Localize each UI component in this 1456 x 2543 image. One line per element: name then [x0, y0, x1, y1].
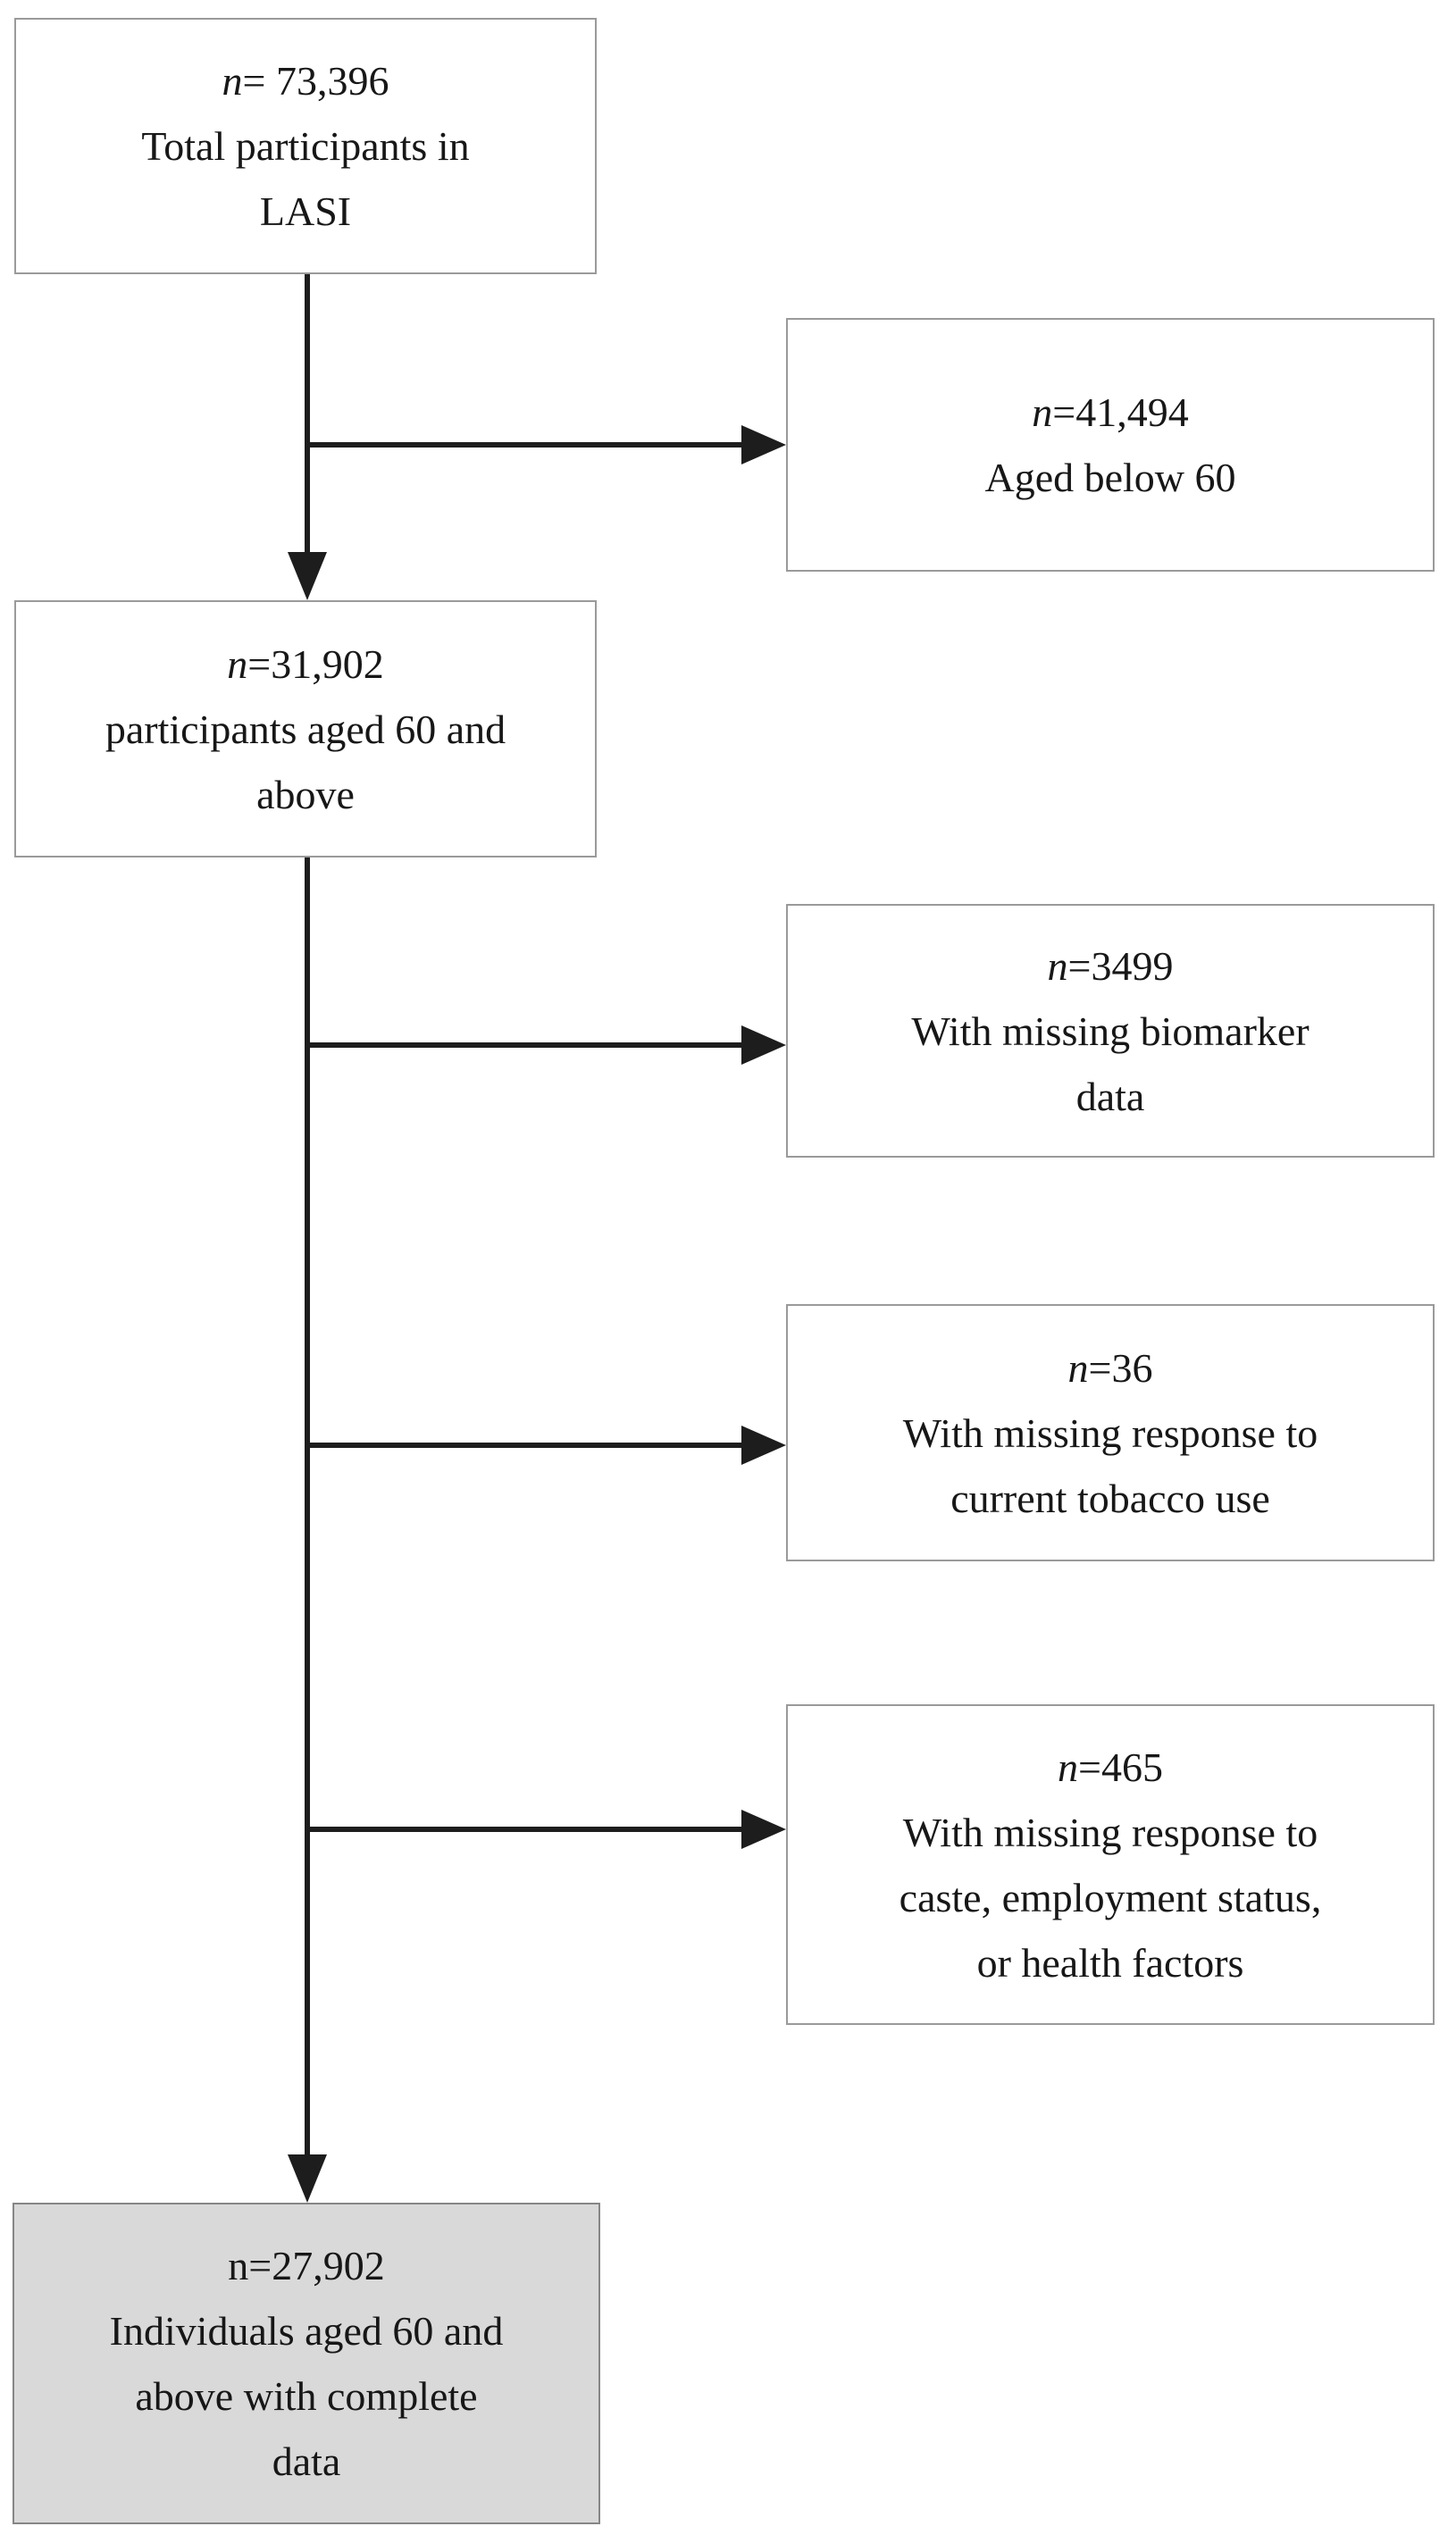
box-line: data: [1075, 1073, 1145, 1119]
arrowhead-down-aged60-icon: [288, 552, 327, 600]
n-symbol: n: [1067, 1344, 1089, 1391]
box-line-n: n=31,902: [227, 632, 383, 697]
n-symbol: n: [1047, 942, 1068, 989]
n-count: =3499: [1067, 942, 1174, 989]
n-count: =36: [1088, 1344, 1153, 1391]
flow-box-missing-covariates: n=465 With missing response to caste, em…: [786, 1704, 1435, 2025]
box-line: With missing response to: [902, 1809, 1318, 1855]
n-symbol: n: [222, 58, 243, 104]
arrowhead-right-missing-tobacco-icon: [741, 1426, 786, 1465]
arrowhead-down-complete-icon: [288, 2154, 327, 2203]
n-count: = 73,396: [242, 58, 389, 104]
box-line-n: n= 73,396: [222, 48, 389, 113]
box-line: Individuals aged 60 and: [109, 2308, 504, 2354]
box-line: data: [272, 2438, 341, 2484]
flow-box-missing-biomarker: n=3499 With missing biomarker data: [786, 904, 1435, 1158]
arrowhead-right-missing-biomarker-icon: [741, 1025, 786, 1065]
n-symbol: n: [1058, 1744, 1079, 1790]
connector-aged60-to-complete: [305, 857, 310, 2154]
box-line: participants aged 60 and: [105, 706, 506, 752]
box-line: Total participants in: [141, 123, 470, 169]
box-line-n: n=465: [1058, 1735, 1163, 1800]
box-line: LASI: [259, 188, 352, 234]
n-count: =31,902: [247, 640, 384, 687]
flow-box-total-lasi: n= 73,396 Total participants in LASI: [14, 18, 597, 274]
box-line: With missing response to: [902, 1410, 1318, 1456]
box-line: caste, employment status,: [899, 1874, 1322, 1920]
flow-box-complete-data: n=27,902 Individuals aged 60 and above w…: [13, 2203, 600, 2524]
box-line-n: n=3499: [1048, 933, 1174, 999]
arrowhead-right-aged-below-60-icon: [741, 425, 786, 464]
flow-box-aged-below-60: n=41,494 Aged below 60: [786, 318, 1435, 572]
box-line-n: n=41,494: [1032, 380, 1188, 445]
n-count: =41,494: [1052, 389, 1189, 435]
n-symbol: n: [1032, 389, 1053, 435]
box-line-n: n=27,902: [228, 2243, 385, 2288]
box-line: current tobacco use: [950, 1475, 1270, 1521]
connector-total-to-aged60: [305, 274, 310, 552]
connector-branch-aged-below-60: [307, 442, 741, 448]
box-line: above with complete: [135, 2373, 478, 2419]
connector-branch-missing-tobacco: [307, 1443, 741, 1448]
flow-box-aged-60-and-above: n=31,902 participants aged 60 and above: [14, 600, 597, 857]
box-line: Aged below 60: [984, 455, 1236, 500]
box-line: above: [256, 771, 355, 817]
n-symbol: n: [227, 640, 248, 687]
flow-box-missing-tobacco: n=36 With missing response to current to…: [786, 1304, 1435, 1561]
box-line: or health factors: [976, 1939, 1244, 1986]
connector-branch-missing-covariates: [307, 1827, 741, 1832]
connector-branch-missing-biomarker: [307, 1042, 741, 1048]
box-line-n: n=36: [1068, 1335, 1153, 1401]
n-count: =465: [1078, 1744, 1163, 1790]
arrowhead-right-missing-covariates-icon: [741, 1810, 786, 1849]
box-line: With missing biomarker: [911, 1008, 1310, 1054]
